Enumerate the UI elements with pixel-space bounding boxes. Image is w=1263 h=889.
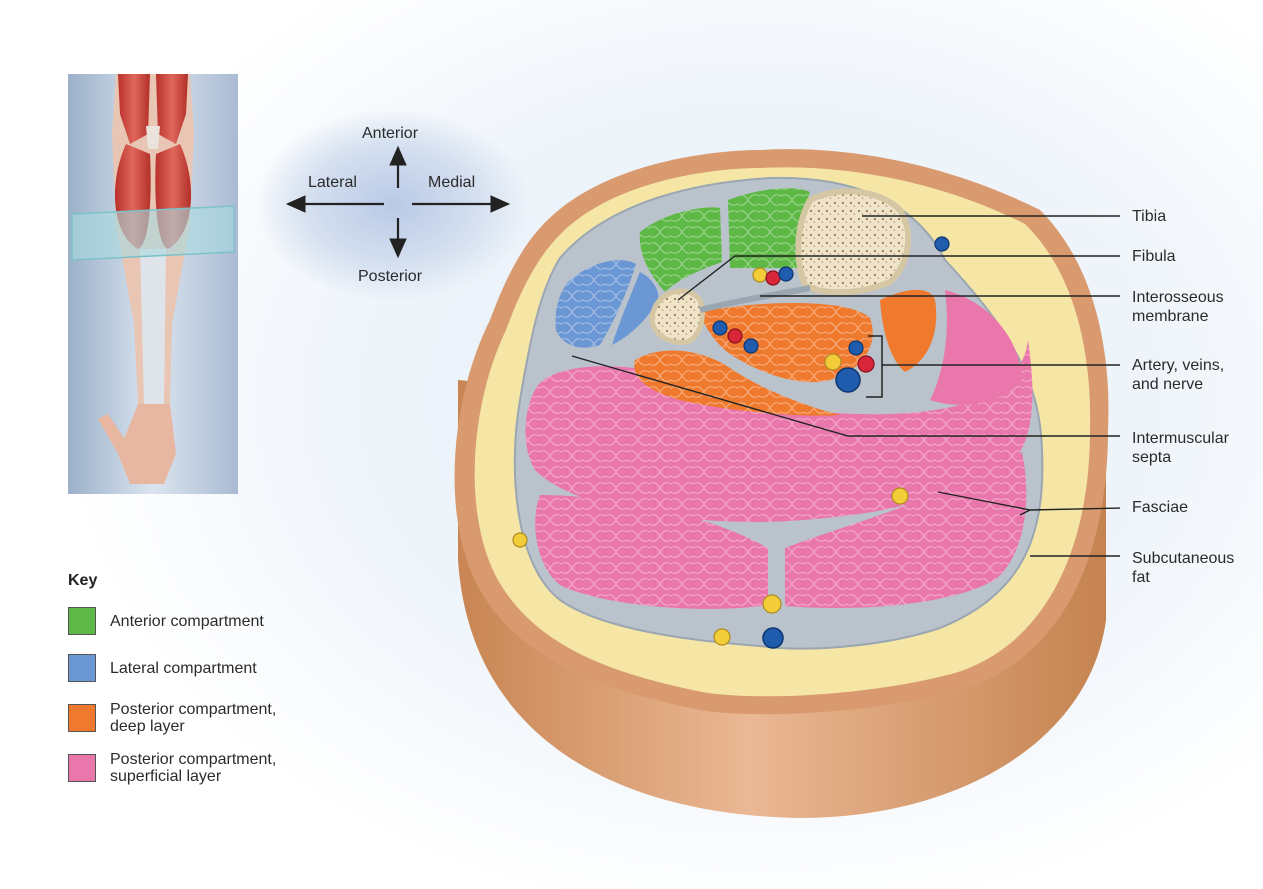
compass-posterior-label: Posterior bbox=[358, 268, 423, 285]
key-item-posterior-deep: Posterior compartment, deep layer bbox=[68, 701, 276, 735]
posterior-deep-compartment-right bbox=[880, 289, 937, 372]
neurovascular-bundle-fibular bbox=[712, 320, 759, 354]
lateral-compartment-posterior bbox=[612, 272, 659, 345]
fibula-leader bbox=[677, 255, 1120, 301]
key-swatch-posterior-deep bbox=[68, 704, 96, 732]
fibula-bone bbox=[649, 288, 705, 345]
orientation-compass bbox=[285, 145, 511, 259]
compass-lateral-label: Lateral bbox=[308, 174, 357, 191]
posterior-superficial-compartment-right bbox=[930, 290, 1022, 405]
nerve-posterior bbox=[762, 594, 782, 614]
leader-lines bbox=[571, 215, 1120, 557]
label-interosseous-membrane: Interosseous membrane bbox=[1132, 289, 1224, 325]
label-tibia: Tibia bbox=[1132, 208, 1167, 225]
neurovascular-bundle-posterior-tibial bbox=[824, 340, 875, 393]
compass-anterior-label: Anterior bbox=[362, 125, 419, 142]
nerve-posterior-lower bbox=[713, 628, 731, 646]
nerve-lateral bbox=[512, 532, 528, 548]
label-intermuscular-septa: Intermuscular septa bbox=[1132, 430, 1229, 466]
small-saphenous-vein bbox=[762, 627, 784, 649]
key-label-posterior-superficial: Posterior compartment, superficial layer bbox=[110, 751, 277, 785]
fasciae-leader bbox=[937, 491, 1120, 516]
interosseous-membrane bbox=[699, 285, 811, 313]
label-fibula: Fibula bbox=[1132, 248, 1176, 265]
anterior-texture bbox=[639, 207, 722, 292]
sural-nerve bbox=[891, 487, 909, 505]
posterior-superficial-texture-lower-left bbox=[535, 495, 768, 609]
key-item-lateral: Lateral compartment bbox=[68, 654, 257, 682]
posterior-deep-texture-lower bbox=[634, 350, 840, 416]
septa-leader bbox=[571, 355, 1120, 437]
key-title: Key bbox=[68, 572, 98, 589]
key-label-lateral: Lateral compartment bbox=[110, 659, 257, 677]
label-artery-veins-nerve: Artery, veins, and nerve bbox=[1132, 357, 1225, 393]
leg-cross-section bbox=[454, 149, 1120, 818]
key-swatch-lateral bbox=[68, 654, 96, 682]
key-swatch-anterior bbox=[68, 607, 96, 635]
key-label-anterior: Anterior compartment bbox=[110, 612, 264, 630]
tibia-bone bbox=[795, 188, 912, 296]
posterior-superficial-texture-lower-right bbox=[785, 452, 1027, 609]
key-swatch-posterior-superficial bbox=[68, 754, 96, 782]
neurovascular-bracket bbox=[866, 335, 883, 398]
neurovascular-bundle-anterior bbox=[752, 266, 794, 286]
key-item-posterior-superficial: Posterior compartment, superficial layer bbox=[68, 751, 276, 785]
anterior-texture-medial bbox=[728, 188, 810, 268]
leg-reference-illustration bbox=[68, 74, 238, 494]
key-label-posterior-deep: Posterior compartment, deep layer bbox=[110, 701, 277, 735]
lateral-texture bbox=[555, 260, 636, 348]
label-fasciae: Fasciae bbox=[1132, 499, 1189, 516]
label-subcutaneous-fat: Subcutaneous fat bbox=[1132, 550, 1235, 586]
key-item-anterior: Anterior compartment bbox=[68, 607, 264, 635]
great-saphenous-vein bbox=[934, 236, 950, 252]
compass-medial-label: Medial bbox=[428, 174, 476, 191]
